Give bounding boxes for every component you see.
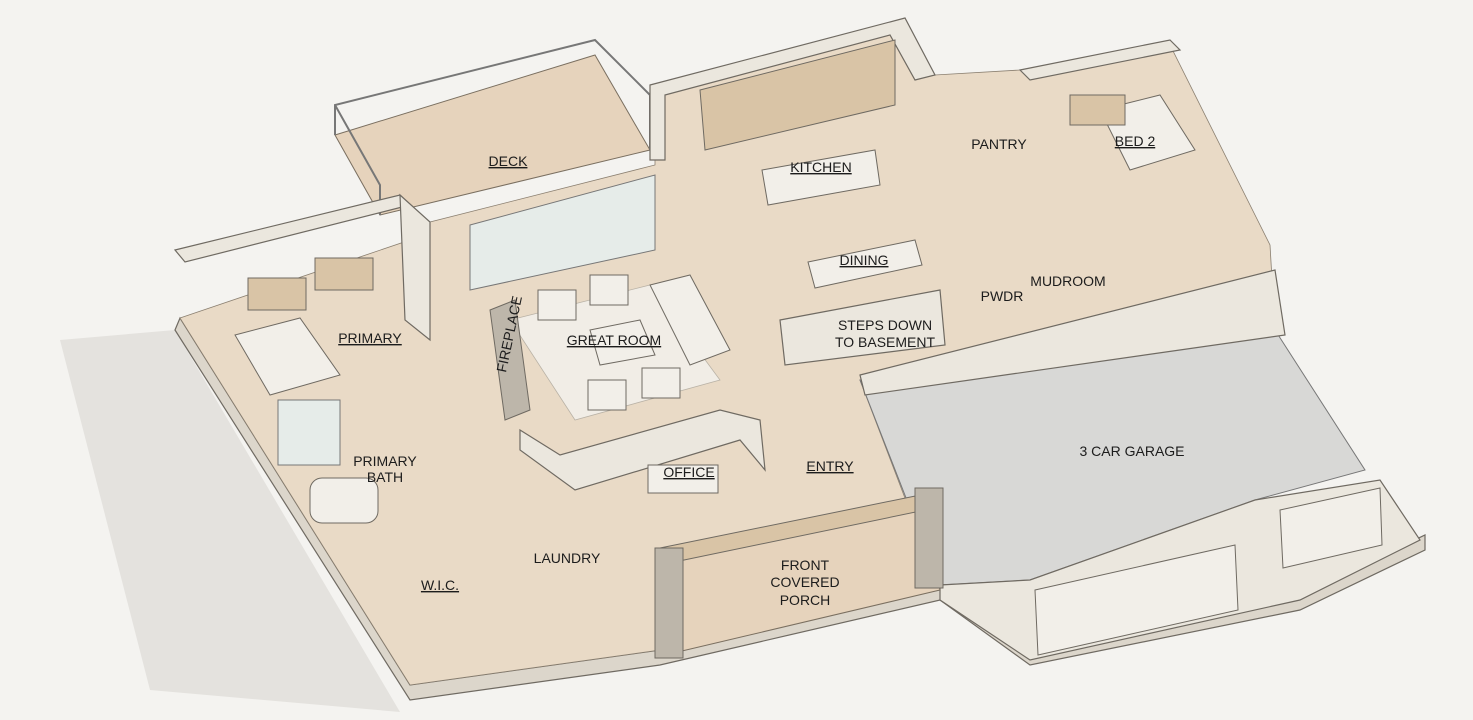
dining-table xyxy=(807,239,923,289)
kitchen-cabinets xyxy=(699,39,896,151)
label-primary: PRIMARY xyxy=(338,330,402,346)
sliding-doors xyxy=(469,174,656,291)
label-wic: W.I.C. xyxy=(421,577,459,593)
armchair xyxy=(587,379,627,411)
kitchen-back-wall xyxy=(649,17,936,161)
label-entry: ENTRY xyxy=(806,458,854,474)
label-great-room: GREAT ROOM xyxy=(567,332,661,348)
office-desk xyxy=(647,464,719,494)
label-porch-line3: PORCH xyxy=(780,592,831,608)
label-laundry: LAUNDRY xyxy=(534,550,601,566)
armchair xyxy=(537,289,577,321)
coffee-table xyxy=(589,319,656,366)
porch-column-right xyxy=(914,487,944,589)
label-dining: DINING xyxy=(840,252,889,268)
sofa xyxy=(649,274,731,366)
label-primary-bath-line1: PRIMARY xyxy=(353,453,417,469)
label-steps-line2: TO BASEMENT xyxy=(835,334,936,350)
label-steps-line1: STEPS DOWN xyxy=(838,317,932,333)
label-kitchen: KITCHEN xyxy=(790,159,851,175)
armchair xyxy=(641,367,681,399)
label-deck: DECK xyxy=(489,153,529,169)
garage-back-wall xyxy=(859,269,1286,396)
label-primary-bath-line2: BATH xyxy=(367,469,403,485)
porch-column-left xyxy=(654,547,684,659)
label-porch-line1: FRONT xyxy=(781,557,830,573)
label-porch-line2: COVERED xyxy=(770,574,839,590)
garage-door-small xyxy=(1279,487,1383,569)
bed2-dresser xyxy=(1069,94,1126,126)
shower xyxy=(277,399,341,466)
kitchen-island xyxy=(761,149,881,206)
steps-wall xyxy=(779,289,946,366)
garage-door-large xyxy=(1034,544,1239,656)
label-office: OFFICE xyxy=(663,464,714,480)
armchair xyxy=(589,274,629,306)
dresser xyxy=(314,257,374,291)
bathtub xyxy=(309,477,379,524)
bed2-wall xyxy=(1018,39,1182,81)
primary-side-wall xyxy=(399,193,431,342)
label-pwdr: PWDR xyxy=(981,288,1024,304)
label-pantry: PANTRY xyxy=(971,136,1027,152)
label-bed-2: BED 2 xyxy=(1115,133,1156,149)
ground-shadow xyxy=(60,330,400,712)
fireplace xyxy=(489,299,531,421)
office-curved-wall xyxy=(519,409,766,491)
label-mudroom: MUDROOM xyxy=(1030,273,1105,289)
primary-bed xyxy=(234,317,341,396)
label-garage: 3 CAR GARAGE xyxy=(1079,443,1184,459)
dresser xyxy=(247,277,307,311)
